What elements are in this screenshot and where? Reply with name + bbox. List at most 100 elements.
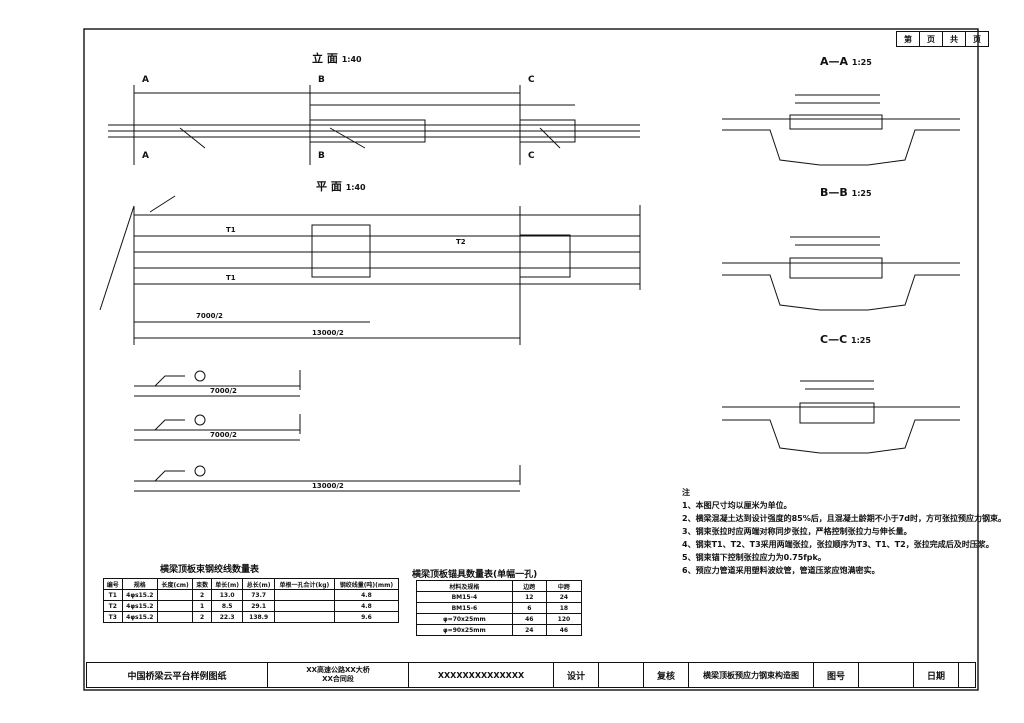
table-header: 材料及规格	[416, 580, 513, 592]
section-a-title: A—A 1:25	[820, 55, 872, 68]
table-cell: 13.0	[210, 589, 244, 601]
cut-label-b: B	[318, 75, 325, 85]
table-cell: 2	[192, 611, 212, 623]
note-item: 1、本图尺寸均以厘米为单位。	[682, 501, 792, 510]
table-cell	[273, 600, 335, 612]
tendon-label: T2	[456, 238, 466, 246]
dimension-label: 7000/2	[210, 387, 237, 395]
steel-table-title: 横梁顶板束钢绞线数量表	[160, 565, 260, 575]
sheet-cell: 第	[896, 31, 920, 47]
table-cell: 6	[511, 602, 547, 614]
sheet-cell: 页	[965, 31, 989, 47]
table-header: 束数	[192, 578, 212, 590]
project-line: XX高速公路XX大桥	[306, 666, 370, 674]
table-cell	[156, 589, 194, 601]
table-cell: 4φs15.2	[121, 600, 158, 612]
table-row: T2 4φs15.2 1 8.5 29.1 4.8	[103, 600, 400, 612]
table-header: 单根一孔合计(kg)	[273, 578, 335, 590]
table-cell: 8.5	[210, 600, 244, 612]
tendon-label: T1	[226, 226, 236, 234]
table-cell: 1	[192, 600, 212, 612]
table-row: T3 4φs15.2 2 22.3 138.9 9.6	[103, 611, 400, 623]
table-row: φ=70x25mm 46 120	[416, 613, 583, 625]
plan-title: 平 面 1:40	[316, 180, 366, 193]
section-b-drawing	[722, 236, 960, 311]
sheet-cell: 页	[919, 31, 943, 47]
table-cell: 9.6	[333, 611, 400, 623]
note-item: 4、钢束T1、T2、T3采用两端张拉，张拉顺序为T3、T1、T2，张拉完成后及时…	[682, 540, 994, 549]
table-cell: 4.8	[333, 600, 400, 612]
title-block: 中国桥梁云平台样例图纸 XX高速公路XX大桥 XX合同段 XXXXXXXXXXX…	[86, 662, 976, 688]
table-header: 中跨	[545, 580, 583, 592]
elevation-title: 立 面 1:40	[312, 52, 362, 65]
dimension-label: 13000/2	[312, 482, 344, 490]
table-cell	[273, 589, 335, 601]
table-header: 钢绞线量(吨)(mm)	[333, 578, 400, 590]
design-value	[598, 662, 644, 688]
note-item: 6、预应力管道采用塑料波纹管，管道压浆应饱满密实。	[682, 566, 880, 575]
tendon-label: T1	[226, 274, 236, 282]
table-cell: 120	[545, 613, 583, 625]
review-label: 复核	[643, 662, 689, 688]
table-cell	[273, 611, 335, 623]
table-row: BM15-4 12 24	[416, 591, 583, 603]
drawing-title: 横梁顶板预应力钢束构造图	[688, 662, 814, 688]
date-label: 日期	[913, 662, 959, 688]
steel-quantity-table: 编号 规格 长度(cm) 束数 单长(m) 总长(m) 单根一孔合计(kg) 钢…	[103, 578, 400, 623]
sheet-number-box: 第 页 共 页	[896, 31, 989, 47]
cut-label-b: B	[318, 151, 325, 161]
table-cell: 138.9	[242, 611, 275, 623]
section-c-title: C—C 1:25	[820, 333, 871, 346]
table-cell: 2	[192, 589, 212, 601]
table-header: 编号	[103, 578, 123, 590]
tendon-details	[134, 370, 521, 492]
table-header: 边跨	[511, 580, 547, 592]
notes-section: 注 1、本图尺寸均以厘米为单位。 2、横梁混凝土达到设计强度的85%后，且混凝土…	[682, 486, 1007, 577]
table-cell: 22.3	[210, 611, 244, 623]
note-item: 3、钢束张拉时应两端对称同步张拉，严格控制张拉力与伸长量。	[682, 527, 912, 536]
table-cell: 4φs15.2	[121, 611, 158, 623]
table-row: BM15-6 6 18	[416, 602, 583, 614]
sheet-cell: 共	[942, 31, 966, 47]
design-label: 设计	[553, 662, 599, 688]
table-cell: 18	[545, 602, 583, 614]
project-name: XX高速公路XX大桥 XX合同段	[267, 662, 409, 688]
note-item: 2、横梁混凝土达到设计强度的85%后，且混凝土龄期不小于7d时，方可张拉预应力钢…	[682, 514, 1007, 523]
table-cell: 73.7	[242, 589, 275, 601]
table-cell: T1	[103, 589, 123, 601]
table-cell: 29.1	[242, 600, 275, 612]
table-cell: 12	[511, 591, 547, 603]
table-cell: 24	[545, 591, 583, 603]
table-cell: 46	[511, 613, 547, 625]
section-c-drawing	[722, 380, 960, 454]
table-cell: 4φs15.2	[121, 589, 158, 601]
note-item: 5、钢束锚下控制张拉应力为0.75fpk。	[682, 553, 826, 562]
drawing-code: XXXXXXXXXXXXXX	[408, 662, 554, 688]
table-cell: BM15-6	[416, 602, 513, 614]
table-cell: φ=90x25mm	[416, 624, 513, 636]
table-row: φ=90x25mm 24 46	[416, 624, 583, 636]
table-header: 单长(m)	[210, 578, 244, 590]
cut-label-c: C	[528, 75, 535, 85]
dimension-label: 7000/2	[196, 312, 223, 320]
table-cell: BM15-4	[416, 591, 513, 603]
anchor-quantity-table: 材料及规格 边跨 中跨 BM15-4 12 24 BM15-6 6 18 φ=7…	[416, 580, 583, 636]
cut-label-c: C	[528, 151, 535, 161]
table-header: 总长(m)	[242, 578, 275, 590]
table-cell	[156, 600, 194, 612]
number-label: 图号	[813, 662, 859, 688]
table-cell: 46	[545, 624, 583, 636]
table-header: 规格	[121, 578, 158, 590]
date-value	[958, 662, 976, 688]
number-value	[858, 662, 914, 688]
anchor-table-title: 横梁顶板锚具数量表(单幅一孔)	[412, 570, 538, 580]
table-cell: T2	[103, 600, 123, 612]
elevation-view	[108, 85, 640, 165]
table-cell: φ=70x25mm	[416, 613, 513, 625]
project-sub-line: XX合同段	[322, 675, 354, 683]
dimension-label: 7000/2	[210, 431, 237, 439]
notes-heading: 注	[682, 488, 690, 497]
table-header: 长度(cm)	[156, 578, 194, 590]
table-cell: T3	[103, 611, 123, 623]
